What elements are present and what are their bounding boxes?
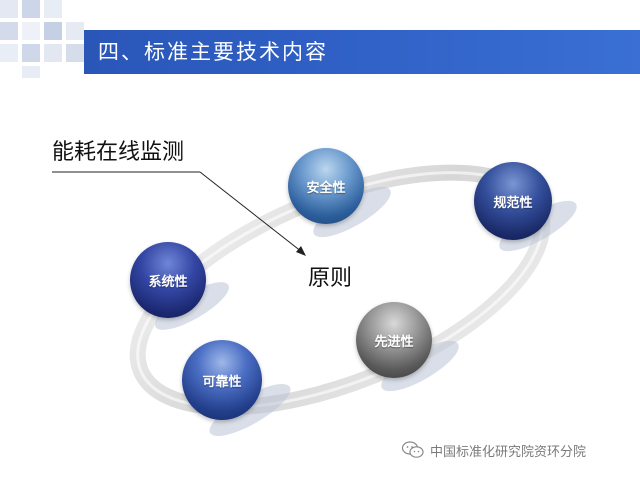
sphere-standardization-label: 规范性 [493,195,533,211]
center-label: 原则 [308,266,353,291]
sphere-systematic: 系统性 [130,242,206,318]
leader-arrowhead [296,246,306,256]
sphere-systematic-label: 系统性 [148,274,188,290]
sphere-safety-label: 安全性 [306,180,346,196]
sphere-advanced: 先进性 [356,302,432,378]
leader-diagonal [199,171,303,253]
shadow-reliable [209,384,291,436]
sphere-reliable: 可靠性 [182,340,262,420]
sphere-safety: 安全性 [288,148,364,224]
decorative-squares [0,0,84,78]
wechat-icon [402,441,424,458]
page-title: 四、标准主要技术内容 [98,40,328,64]
watermark: 中国标准化研究院资环分院 [402,438,586,462]
main-label: 能耗在线监测 [52,140,185,165]
sphere-standardization: 规范性 [474,162,552,240]
header-bar [84,30,640,74]
watermark-text: 中国标准化研究院资环分院 [430,444,587,460]
sphere-reliable-label: 可靠性 [202,374,242,390]
sphere-advanced-label: 先进性 [374,334,414,350]
